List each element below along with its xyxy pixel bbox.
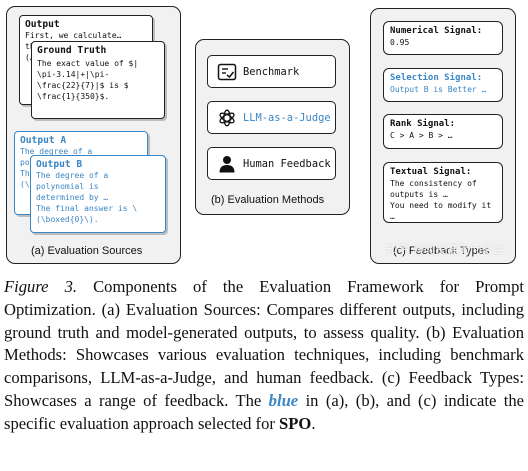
panel-a-label: (a) Evaluation Sources xyxy=(31,245,143,257)
rank-signal-title: Rank Signal: xyxy=(390,119,456,129)
panel-b-label: (b) Evaluation Methods xyxy=(211,194,325,206)
ground-truth-card-text: The exact value of $| \pi-3.14|+|\pi- \f… xyxy=(37,59,139,101)
figure-number: Figure 3. xyxy=(4,277,78,296)
ground-truth-card: Ground Truth The exact value of $| \pi-3… xyxy=(31,41,165,119)
textual-signal-value: The consistency of outputs is … You need… xyxy=(390,179,492,221)
panel-c-label: (c) Feedback Types xyxy=(393,245,490,257)
method-human-feedback: Human Feedback xyxy=(207,147,336,180)
rank-signal-card: Rank Signal: C > A > B > … xyxy=(383,114,503,149)
figure-caption: Figure 3. Components of the Evaluation F… xyxy=(4,276,524,436)
ground-truth-card-title: Ground Truth xyxy=(37,45,107,56)
method-benchmark: Benchmark xyxy=(207,55,336,88)
watermark: 知乎 @时空猫的问答盒 xyxy=(386,242,505,256)
caption-text-1: Components of the Evaluation Framework f… xyxy=(4,277,524,410)
output-card-title: Output xyxy=(25,19,60,30)
output-b-card-text: The degree of a polynomial is determined… xyxy=(36,171,138,224)
method-llm-as-a-judge: LLM-as-a-Judge xyxy=(207,101,336,134)
numerical-signal-card: Numerical Signal: 0.95 xyxy=(383,21,503,55)
numerical-signal-value: 0.95 xyxy=(390,38,410,47)
output-a-card-title: Output A xyxy=(20,135,67,146)
caption-text-2: in (a), (b), and (c) indicate the specif… xyxy=(4,390,524,433)
openai-icon xyxy=(213,107,241,129)
benchmark-icon xyxy=(213,61,241,83)
rank-signal-value: C > A > B > … xyxy=(390,131,453,140)
textual-signal-title: Textual Signal: xyxy=(390,167,472,177)
numerical-signal-title: Numerical Signal: xyxy=(390,26,483,36)
caption-end: . xyxy=(311,413,316,433)
method-human-feedback-label: Human Feedback xyxy=(243,157,331,170)
textual-signal-card: Textual Signal: The consistency of outpu… xyxy=(383,162,503,223)
method-llm-as-a-judge-label: LLM-as-a-Judge xyxy=(243,111,331,124)
selection-signal-title: Selection Signal: xyxy=(390,73,483,83)
output-b-card-title: Output B xyxy=(36,159,83,170)
person-icon xyxy=(213,153,241,175)
output-b-card: Output B The degree of a polynomial is d… xyxy=(30,155,166,233)
selection-signal-card: Selection Signal: Output B is Better … xyxy=(383,68,503,102)
caption-blue-word: blue xyxy=(268,390,299,410)
caption-bold-word: SPO xyxy=(279,413,312,433)
selection-signal-value: Output B is Better … xyxy=(390,85,487,94)
method-benchmark-label: Benchmark xyxy=(243,65,300,78)
